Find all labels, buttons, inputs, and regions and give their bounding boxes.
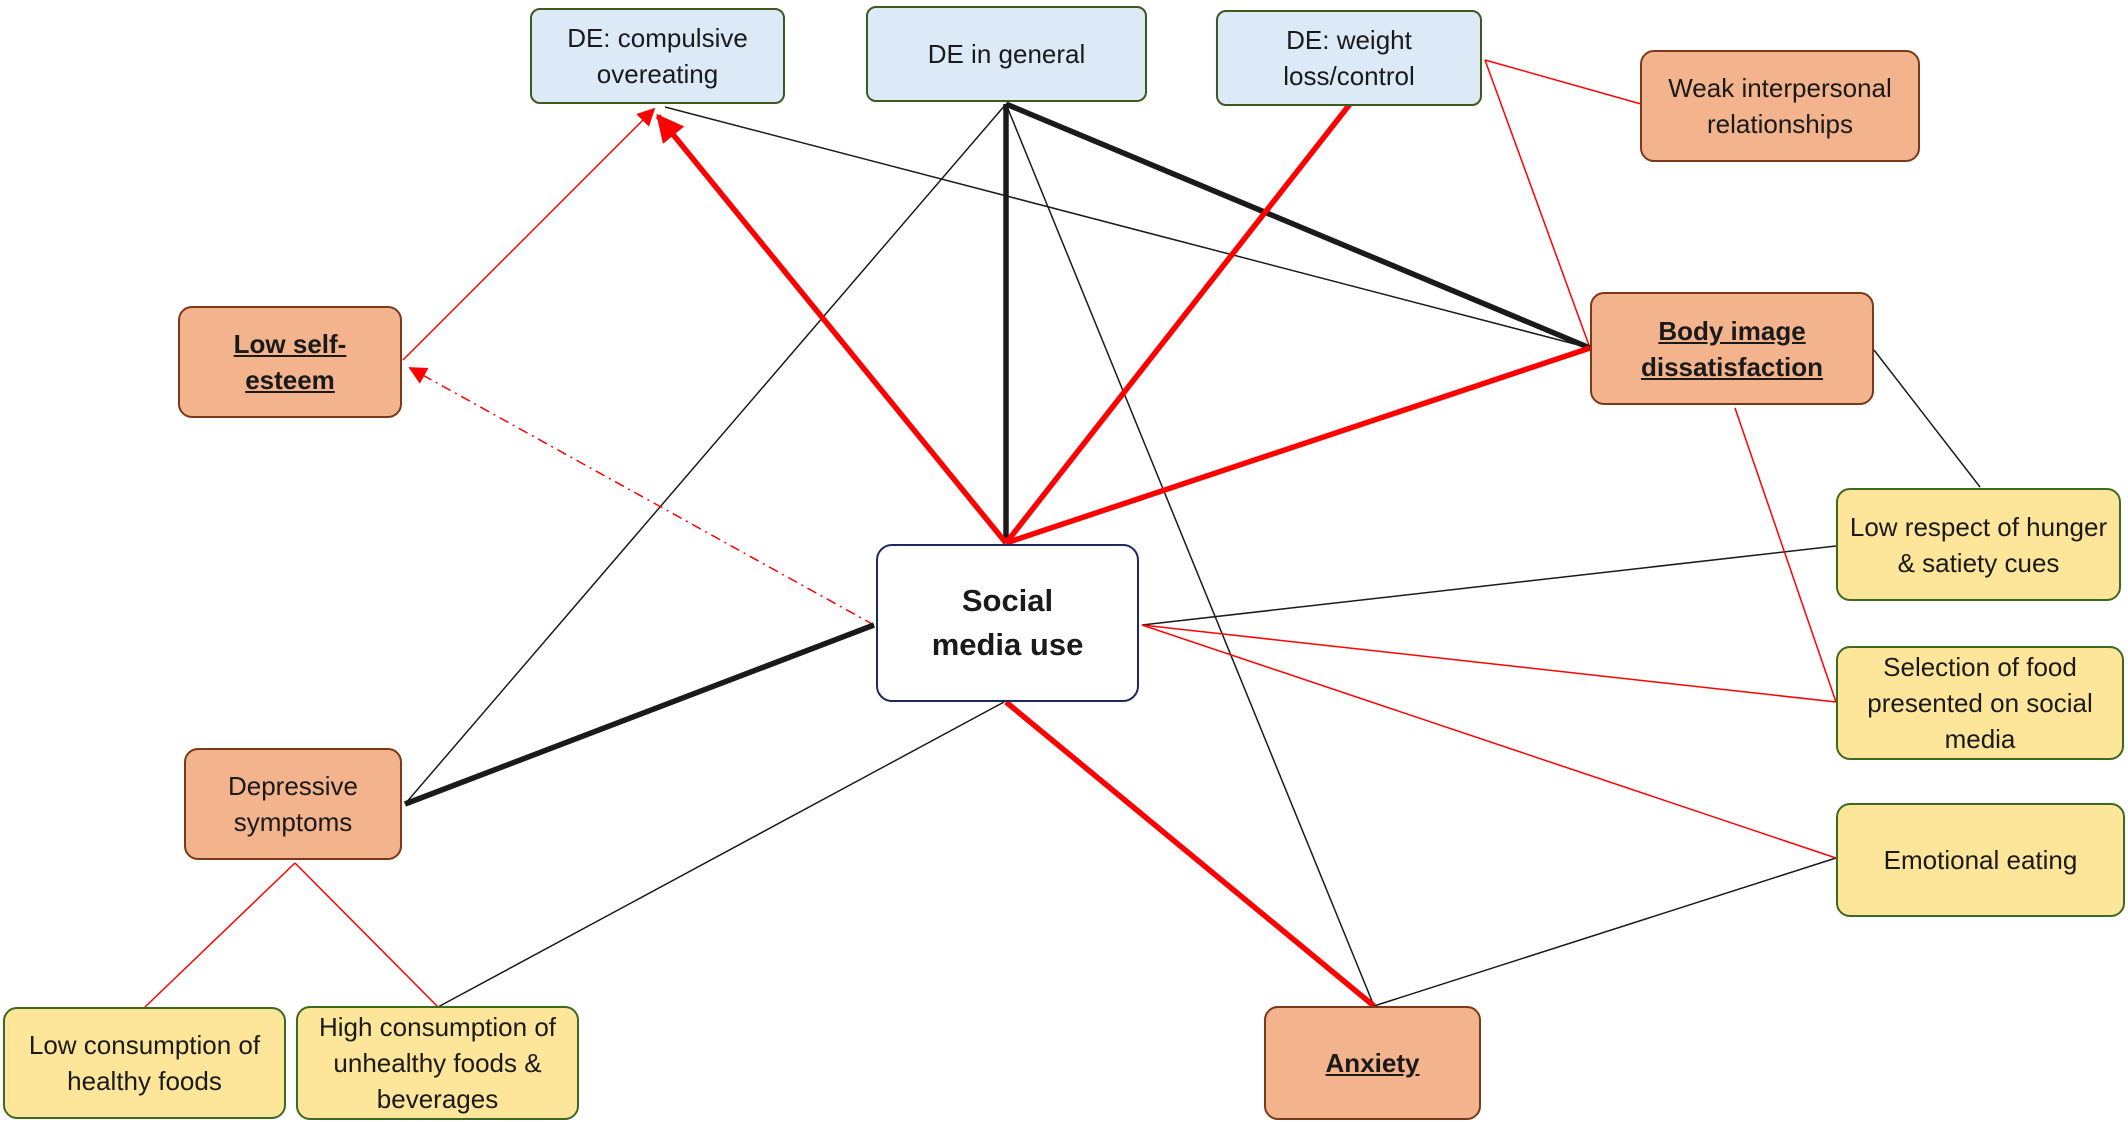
link-anxiety-to-emotional-eating [1373,857,1837,1007]
node-low-self-esteem-label: Low self-esteem [233,329,347,395]
node-low-self-esteem: Low self-esteem [178,306,402,418]
link-social-media-to-low-self-esteem-dashed [408,367,875,626]
node-de-in-general-label: DE in general [927,39,1086,69]
link-social-media-to-high-consumption [437,701,1005,1008]
node-low-consumption-healthy-foods: Low consumption of healthy foods [3,1007,286,1119]
node-body-image-dissatisfaction-label: Body image dissatisfaction [1640,315,1824,382]
node-selection-food-social-media-label: Selection of food presented on social me… [1867,652,2093,754]
link-social-media-to-anxiety [1004,699,1376,1009]
node-body-image-dissatisfaction: Body image dissatisfaction [1590,292,1874,405]
node-high-consumption-unhealthy-foods-label: High consumption of unhealthy foods & be… [318,1012,557,1114]
link-depressive-to-high-consumption [294,862,439,1008]
link-social-media-to-low-respect [1141,545,1837,626]
link-body-image-to-selection-food [1734,407,1837,703]
link-social-media-to-compulsive [655,113,1009,545]
node-de-weight-loss-control-label: DE: weight loss/control [1283,25,1415,91]
node-low-consumption-healthy-foods-label: Low consumption of healthy foods [28,1030,261,1096]
link-de-general-to-anxiety [1005,103,1375,1007]
node-de-compulsive-overeating: DE: compulsive overeating [530,8,785,104]
node-anxiety: Anxiety [1264,1006,1481,1120]
link-body-image-to-low-respect [1873,349,1981,488]
node-high-consumption-unhealthy-foods: High consumption of unhealthy foods & be… [296,1006,579,1120]
link-de-general-to-body-image [1004,101,1592,351]
link-social-media-to-de-weight [1003,102,1353,545]
node-emotional-eating: Emotional eating [1836,803,2125,917]
node-depressive-symptoms: Depressive symptoms [184,748,402,860]
link-social-media-to-body-image [1005,345,1591,546]
node-social-media-use: Social media use [876,544,1139,702]
node-social-media-use-label: Social media use [931,583,1084,662]
node-low-respect-hunger-satiety: Low respect of hunger & satiety cues [1836,488,2121,601]
link-compulsive-to-body-image [664,106,1591,349]
link-low-self-esteem-to-compulsive [402,107,656,361]
link-social-media-to-depressive [404,622,875,807]
link-depressive-to-low-consumption [144,862,296,1008]
node-anxiety-label: Anxiety [1325,1048,1420,1078]
node-emotional-eating-label: Emotional eating [1883,845,2078,875]
link-de-general-to-depressive [404,103,1007,805]
link-social-media-to-selection-food [1141,624,1837,703]
node-low-respect-hunger-satiety-label: Low respect of hunger & satiety cues [1849,511,2108,578]
node-depressive-symptoms-label: Depressive symptoms [227,771,359,837]
node-selection-food-social-media: Selection of food presented on social me… [1836,646,2124,760]
link-de-weight-to-body-image [1484,59,1591,349]
node-de-in-general: DE in general [866,6,1147,102]
node-weak-interpersonal-relationships-label: Weak interpersonal relationships [1668,73,1892,139]
node-de-compulsive-overeating-label: DE: compulsive overeating [567,23,748,89]
link-de-weight-to-weak-relationships [1484,59,1642,105]
link-social-media-to-emotional-eating [1141,624,1837,859]
node-de-weight-loss-control: DE: weight loss/control [1216,10,1482,106]
node-weak-interpersonal-relationships: Weak interpersonal relationships [1640,50,1920,162]
